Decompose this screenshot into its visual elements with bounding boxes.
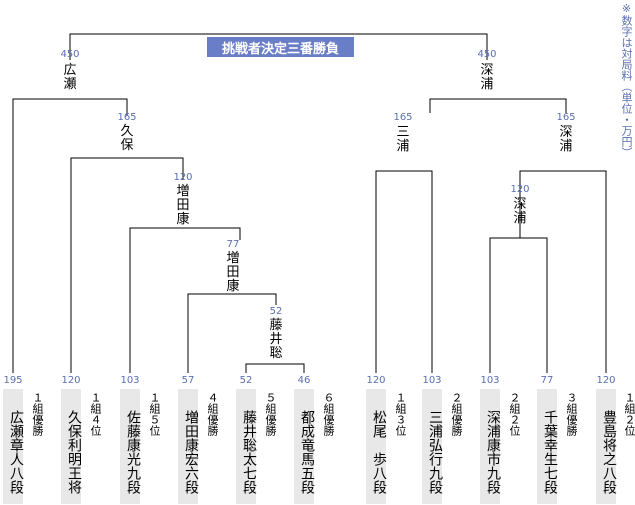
player-name[interactable]: 豊島将之八段 [596, 389, 617, 504]
player-fee: 57 [181, 375, 195, 386]
player-fee: 103 [120, 375, 140, 386]
player-info: ５組優勝 [264, 392, 277, 436]
line-fukaura-toyoshima [519, 170, 607, 373]
match-winner-7: 深 浦 [513, 197, 527, 226]
line-hirose-semi [12, 98, 128, 373]
match-winner-3: 増 田 康 [226, 251, 240, 294]
final-winner-right: 深 浦 [480, 63, 494, 92]
line-fukaura-chiba [489, 237, 548, 373]
match-winner-2: 増 田 康 [176, 184, 190, 227]
line-sato [129, 227, 241, 373]
player-name[interactable]: 広瀬章人八段 [3, 389, 24, 504]
player-fee: 120 [61, 375, 81, 386]
final-winner-left: 広 瀬 [63, 63, 77, 92]
match-fee-6: 165 [556, 112, 576, 123]
player-fee: 46 [297, 375, 311, 386]
player-name[interactable]: 久保利明王将 [61, 389, 82, 504]
player-fee: 103 [422, 375, 442, 386]
player-info: ６組優勝 [322, 392, 335, 436]
player-info: ２組優勝 [450, 392, 463, 436]
player-info: １組３位 [394, 392, 407, 436]
player-info: １組５位 [148, 392, 161, 436]
match-fee-3: 77 [226, 239, 240, 250]
line-right-semi [429, 98, 567, 113]
player-name[interactable]: 千葉幸生七段 [537, 389, 558, 504]
bracket-title: 挑戦者決定三番勝負 [207, 37, 354, 57]
player-name[interactable]: 深浦康市九段 [480, 389, 501, 504]
line-masuda [187, 293, 277, 373]
player-info: １組優勝 [31, 392, 44, 436]
match-winner-5: 三 浦 [396, 125, 410, 154]
player-fee: 77 [540, 375, 554, 386]
player-name[interactable]: 増田康宏六段 [178, 389, 199, 504]
player-info: ２組２位 [508, 392, 521, 436]
player-name[interactable]: 三浦弘行九段 [422, 389, 443, 504]
player-name[interactable]: 松尾 歩八段 [366, 389, 387, 504]
player-fee: 120 [596, 375, 616, 386]
player-name[interactable]: 佐藤康光九段 [120, 389, 141, 504]
player-info: ３組優勝 [565, 392, 578, 436]
final-fee-left: 450 [60, 49, 80, 60]
final-fee-right: 450 [477, 49, 497, 60]
player-fee: 195 [3, 375, 23, 386]
final-connector [69, 33, 488, 60]
player-fee: 52 [239, 375, 253, 386]
player-name[interactable]: 都成竜馬五段 [294, 389, 315, 504]
player-info: ４組優勝 [206, 392, 219, 436]
match-fee-1: 165 [117, 112, 137, 123]
fee-note: ※数字は対局料（単位・万円） [620, 2, 633, 158]
line-kubo [70, 157, 184, 373]
line-fujii-tonari [245, 363, 305, 373]
match-winner-4: 藤 井 聡 [269, 318, 283, 361]
player-info: １組２位 [623, 392, 635, 436]
player-fee: 120 [366, 375, 386, 386]
player-name[interactable]: 藤井聡太七段 [236, 389, 257, 504]
match-fee-5: 165 [393, 112, 413, 123]
match-fee-7: 120 [510, 184, 530, 195]
line-matsuo-miura [375, 170, 433, 373]
player-fee: 103 [480, 375, 500, 386]
match-fee-4: 52 [269, 306, 283, 317]
match-winner-6: 深 浦 [559, 125, 573, 154]
match-fee-2: 120 [173, 172, 193, 183]
match-winner-1: 久 保 [120, 124, 134, 153]
player-info: １組４位 [89, 392, 102, 436]
